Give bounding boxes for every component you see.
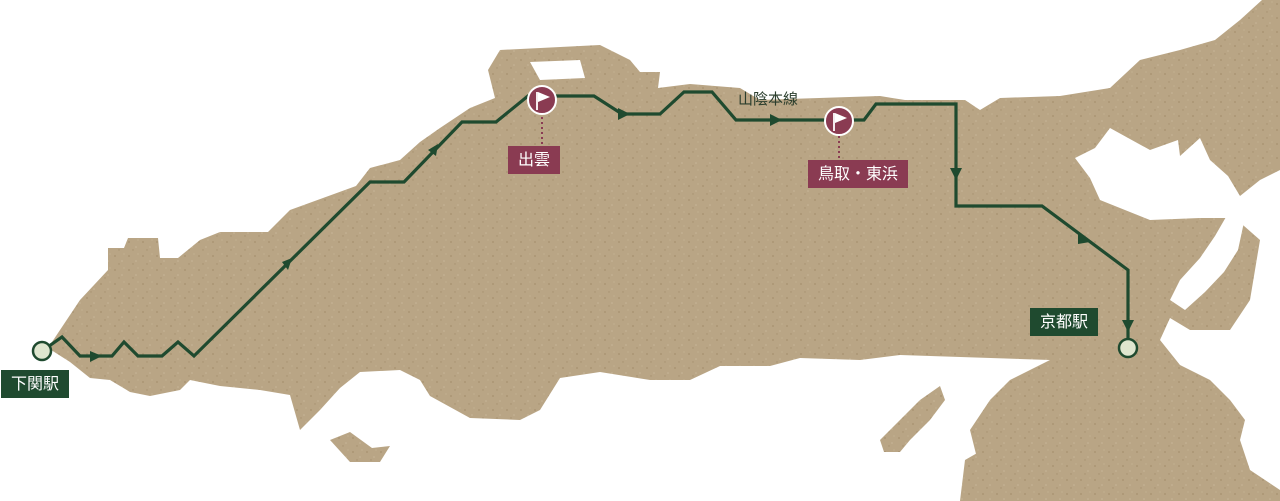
direction-arrow-icon: [282, 258, 292, 270]
direction-arrow-icon: [428, 144, 438, 156]
land-diamond: [975, 428, 995, 444]
direction-arrow-icon: [1122, 320, 1134, 332]
lake-nakaumi: [530, 60, 585, 80]
direction-arrow-icon: [770, 114, 782, 126]
stop-label-izumo[interactable]: 出雲: [508, 146, 561, 174]
lake-biwa: [1170, 210, 1244, 310]
route-line: [41, 90, 1130, 359]
land-mass: [48, 0, 1280, 501]
station-label-end[interactable]: 京都駅: [1030, 308, 1099, 336]
direction-arrow-icon: [618, 108, 630, 120]
stop-marker-izumo[interactable]: [527, 85, 557, 148]
land-island-kii: [960, 420, 1230, 501]
flag-icon: [536, 92, 550, 110]
direction-arrow-icon: [950, 168, 962, 180]
flag-icon: [833, 113, 847, 131]
station-dot-icon: [1117, 337, 1139, 359]
stop-marker-tottori[interactable]: [824, 106, 854, 160]
direction-arrow-icon: [1078, 232, 1090, 244]
line-name-label: 山陰本線: [738, 90, 799, 108]
direction-arrow-icons: [90, 108, 1134, 362]
station-dot-icon: [31, 340, 53, 362]
direction-arrow-icon: [90, 351, 102, 362]
stop-label-tottori[interactable]: 鳥取・東浜: [808, 160, 909, 188]
land-island-awaji: [880, 386, 945, 452]
station-label-start[interactable]: 下関駅: [1, 370, 70, 398]
land-island-south: [330, 432, 390, 462]
